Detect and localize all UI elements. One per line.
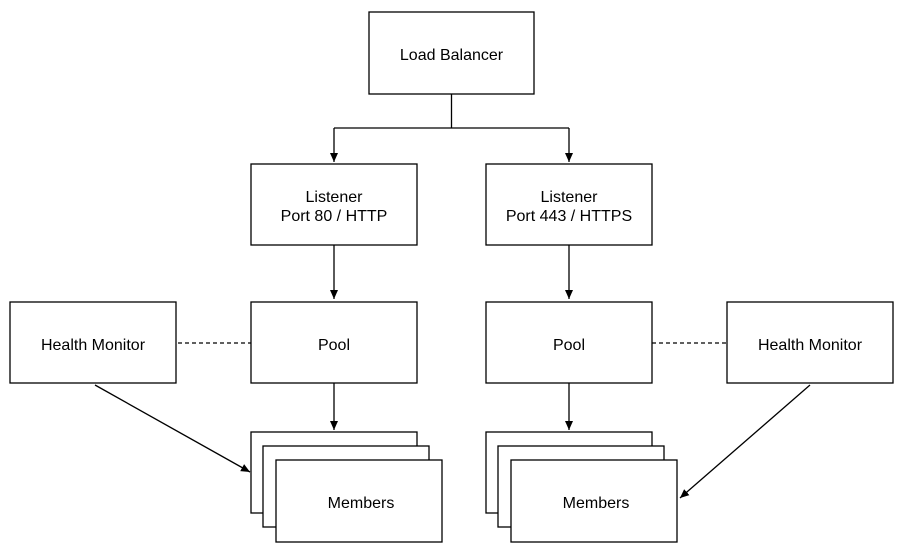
right-health-monitor-node: Health Monitor bbox=[726, 301, 894, 384]
right-monitor-to-members-arrow bbox=[679, 384, 811, 499]
left-listener-node: Listener Port 80 / HTTP bbox=[250, 163, 418, 246]
load-balancer-label: Load Balancer bbox=[400, 47, 504, 64]
left-listener-title: Listener bbox=[306, 189, 364, 206]
right-pool-node: Pool bbox=[485, 301, 653, 384]
left-health-monitor-node: Health Monitor bbox=[9, 301, 177, 384]
left-members-label: Members bbox=[328, 495, 395, 512]
load-balancer-node: Load Balancer bbox=[368, 11, 535, 95]
right-members-stack: Members bbox=[485, 431, 678, 543]
right-listener-node: Listener Port 443 / HTTPS bbox=[485, 163, 653, 246]
left-health-monitor-label: Health Monitor bbox=[41, 337, 146, 354]
lb-split-connector bbox=[334, 94, 569, 129]
right-pool-label: Pool bbox=[553, 337, 585, 354]
left-monitor-to-members-arrow bbox=[94, 384, 251, 473]
right-listener-title: Listener bbox=[541, 189, 599, 206]
left-listener-port: Port 80 / HTTP bbox=[281, 208, 388, 225]
left-pool-node: Pool bbox=[250, 301, 418, 384]
right-members-label: Members bbox=[563, 495, 630, 512]
left-members-stack: Members bbox=[250, 431, 443, 543]
right-health-monitor-label: Health Monitor bbox=[758, 337, 863, 354]
right-listener-port: Port 443 / HTTPS bbox=[506, 208, 632, 225]
left-pool-label: Pool bbox=[318, 337, 350, 354]
